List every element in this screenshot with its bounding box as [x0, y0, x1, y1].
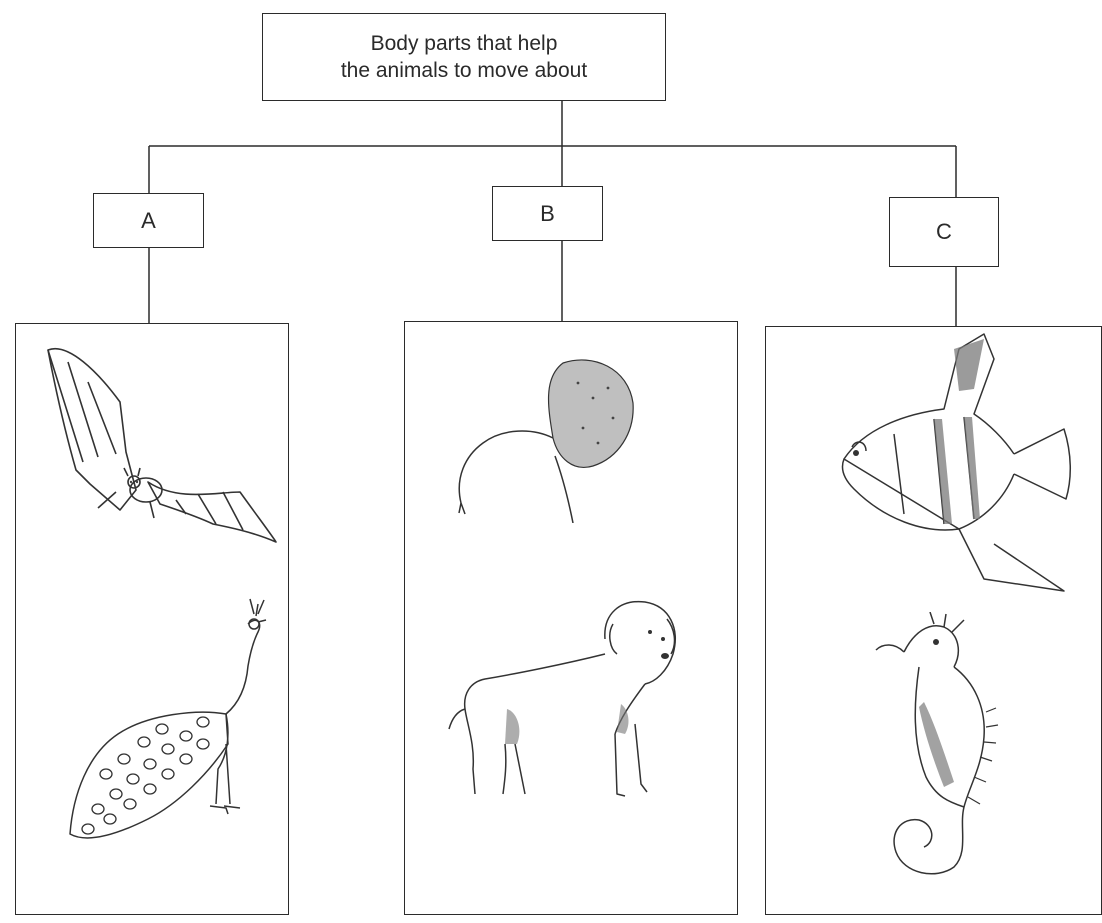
angelfish-illustration — [834, 329, 1102, 594]
seahorse-illustration — [874, 612, 1014, 882]
rat-illustration — [443, 348, 643, 523]
group-b-panel — [404, 321, 738, 915]
dog-illustration — [445, 594, 705, 824]
group-a-box: A — [93, 193, 204, 248]
group-a-label: A — [141, 208, 156, 234]
group-b-box: B — [492, 186, 603, 241]
root-title-line-1: Body parts that help — [371, 30, 558, 57]
group-c-label: C — [936, 219, 952, 245]
peacock-illustration — [58, 594, 288, 859]
group-b-label: B — [540, 201, 555, 227]
group-a-panel — [15, 323, 289, 915]
root-title-line-2: the animals to move about — [341, 57, 587, 84]
group-c-panel — [765, 326, 1102, 915]
group-c-box: C — [889, 197, 999, 267]
root-box: Body parts that help the animals to move… — [262, 13, 666, 101]
bat-illustration — [28, 342, 278, 547]
